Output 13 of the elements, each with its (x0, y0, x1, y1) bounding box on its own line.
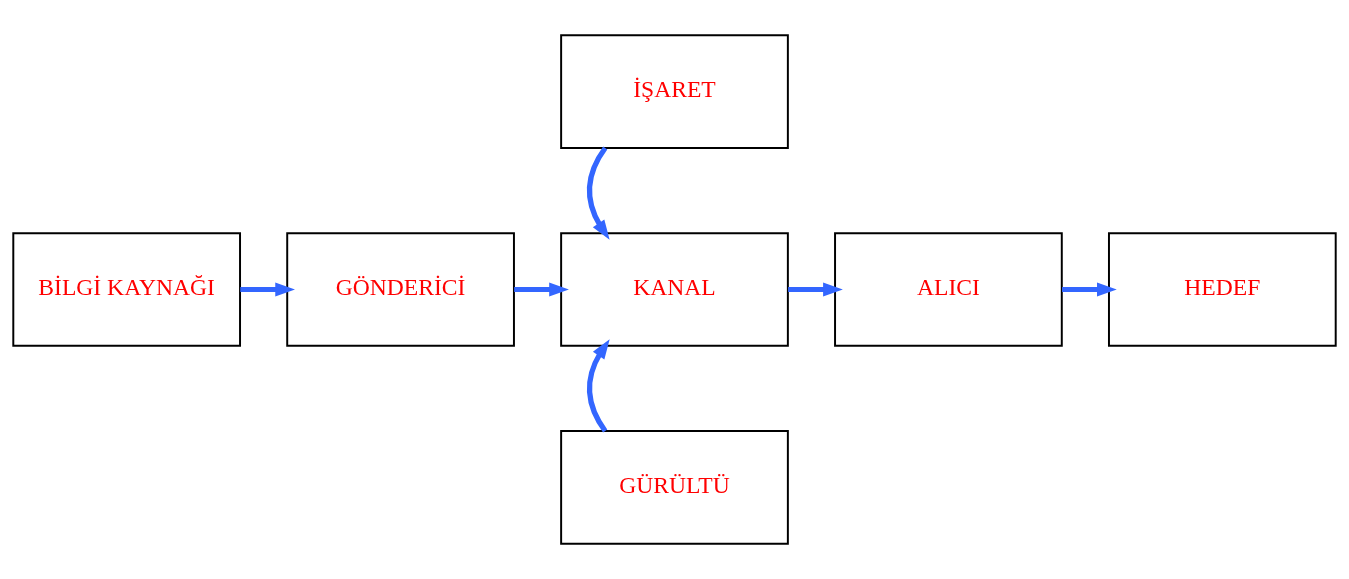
arrow (586, 339, 610, 433)
node-box: İŞARET (560, 34, 789, 149)
arrow (788, 282, 843, 297)
node-box: GÜRÜLTÜ (560, 430, 789, 545)
arrow (240, 282, 295, 297)
arrow (1062, 282, 1117, 297)
arrow (586, 146, 610, 240)
node-box: HEDEF (1108, 232, 1337, 347)
node-box: GÖNDERİCİ (286, 232, 515, 347)
node-box: ALICI (834, 232, 1063, 347)
node-box: BİLGİ KAYNAĞI (12, 232, 241, 347)
node-box: KANAL (560, 232, 789, 347)
arrow (514, 282, 569, 297)
